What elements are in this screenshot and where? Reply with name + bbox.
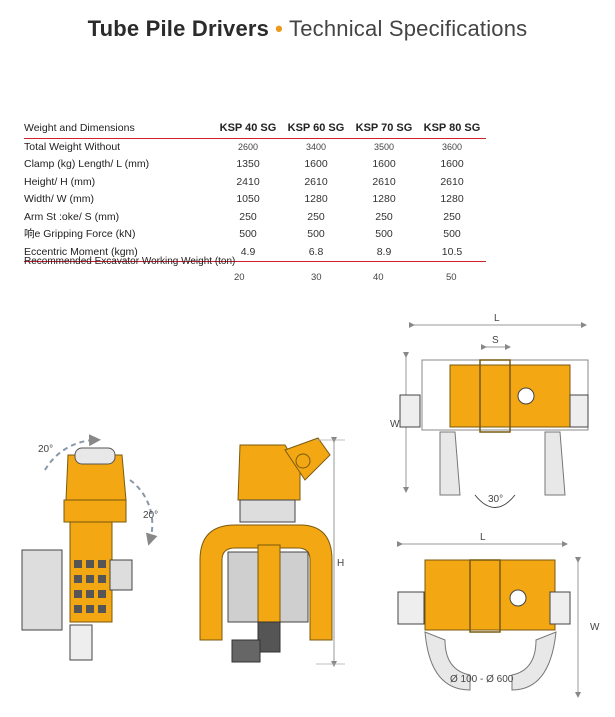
spec-row: Arm St :oke/ S (mm) 250 250 250 250 <box>24 209 486 227</box>
row-value: 3500 <box>373 141 395 152</box>
spec-table: Weight and Dimensions KSP 40 SG KSP 60 S… <box>24 120 486 262</box>
page-title: Tube Pile Drivers•Technical Specificatio… <box>0 16 615 42</box>
excavator-weight-value: 20 <box>234 272 245 283</box>
model-header: KSP 80 SG <box>418 120 486 139</box>
spec-header-label: Weight and Dimensions <box>24 120 214 139</box>
excavator-weight-value: 40 <box>373 272 384 283</box>
row-value: 500 <box>239 228 257 240</box>
row-value: 500 <box>375 228 393 240</box>
angle-label-side: 20° <box>143 510 158 521</box>
angle-label-bottom: 30° <box>488 494 503 505</box>
model-header: KSP 40 SG <box>214 120 282 139</box>
row-label: Height/ H (mm) <box>24 175 96 188</box>
row-value: 3600 <box>441 141 463 152</box>
spec-row: Eccentric Moment (kgm) 4.9 6.8 8.9 10.5 <box>24 243 486 262</box>
stroke-label: S <box>492 335 499 346</box>
row-value: 10.5 <box>418 243 486 262</box>
bottom-view-drawing: L W Ø 100 - Ø 600 <box>397 532 600 698</box>
row-label: Eccentric Moment (kgm) <box>24 243 214 262</box>
row-value: 2600 <box>237 141 259 152</box>
model-header: KSP 70 SG <box>350 120 418 139</box>
side-view-drawing: 20° 20° <box>21 434 158 661</box>
row-label: 响e Gripping Force (kN) <box>24 228 136 240</box>
row-value: 1600 <box>304 158 328 170</box>
row-value: 4.9 <box>214 243 282 262</box>
technical-drawings: 20° 20° H L S <box>21 313 600 698</box>
row-value: 250 <box>239 210 257 223</box>
row-value: 1280 <box>440 193 464 205</box>
angle-label-top: 20° <box>38 444 53 455</box>
row-value: 6.8 <box>282 243 350 262</box>
row-value: 2610 <box>372 175 396 188</box>
spec-header-row: Weight and Dimensions KSP 40 SG KSP 60 S… <box>24 120 486 139</box>
row-label: Arm St :oke/ S (mm) <box>24 210 120 223</box>
spec-row: Height/ H (mm) 2410 2610 2610 2610 <box>24 174 486 192</box>
spec-row: Width/ W (mm) 1050 1280 1280 1280 <box>24 191 486 209</box>
title-product: Tube Pile Drivers <box>87 16 270 41</box>
length-label-bottom: L <box>480 532 486 543</box>
front-view-drawing: H <box>199 437 345 667</box>
title-subtitle: Technical Specifications <box>289 16 528 41</box>
row-value: 250 <box>443 210 461 223</box>
row-value: 250 <box>375 210 393 223</box>
row-value: 500 <box>307 228 325 240</box>
row-value: 1280 <box>372 193 396 205</box>
spec-row: 响e Gripping Force (kN) 500 500 500 500 <box>24 226 486 244</box>
excavator-weight-value: 50 <box>446 272 457 283</box>
height-label: H <box>337 558 344 569</box>
row-label: Width/ W (mm) <box>24 193 94 205</box>
spec-row: Clamp (kg) Length/ L (mm) 1350 1600 1600… <box>24 156 486 174</box>
top-view-drawing: L S W 30° <box>390 313 589 508</box>
row-value: 1350 <box>236 158 260 170</box>
row-value: 2410 <box>236 175 260 188</box>
row-label: Total Weight Without <box>24 140 121 153</box>
row-value: 1600 <box>440 158 464 170</box>
row-value: 1280 <box>304 193 328 205</box>
length-label-top: L <box>494 313 500 324</box>
row-label: Clamp (kg) Length/ L (mm) <box>24 158 150 170</box>
row-value: 500 <box>443 228 461 240</box>
width-label-bottom: W <box>590 622 600 633</box>
diameter-label: Ø 100 - Ø 600 <box>450 674 514 685</box>
row-value: 3400 <box>305 141 327 152</box>
row-value: 1050 <box>236 193 260 205</box>
width-label-top: W <box>390 419 400 430</box>
title-separator: • <box>275 16 284 41</box>
row-value: 250 <box>307 210 325 223</box>
row-value: 1600 <box>372 158 396 170</box>
row-value: 2610 <box>304 175 328 188</box>
spec-row: Total Weight Without 2600 3400 3500 3600 <box>24 138 486 156</box>
excavator-weight-label: Recommended Excavator Working Weight (to… <box>24 256 236 267</box>
row-value: 8.9 <box>350 243 418 262</box>
excavator-weight-value: 30 <box>311 272 322 283</box>
model-header: KSP 60 SG <box>282 120 350 139</box>
row-value: 2610 <box>440 175 464 188</box>
